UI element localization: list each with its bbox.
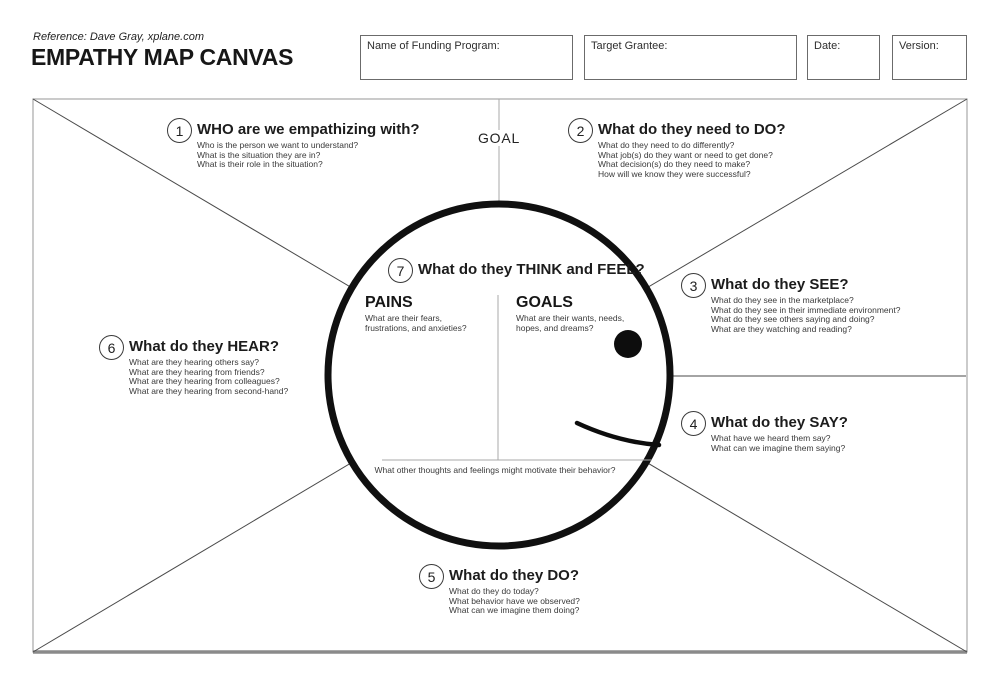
question-line: hopes, and dreams? (516, 322, 594, 333)
section-4-questions: What have we heard them say?What can we … (711, 433, 848, 453)
section-7-number-badge: 7 (388, 258, 413, 283)
question-line: How will we know they were successful? (598, 169, 751, 180)
section-think-feel: 7 What do they THINK and FEEL? (388, 258, 645, 283)
question-line: What are they hearing others say? (129, 357, 259, 367)
section-5-questions: What do they do today?What behavior have… (449, 586, 580, 616)
head-circle (324, 200, 674, 550)
question-line: Who is the person we want to understand? (197, 140, 359, 150)
goal-label: GOAL (474, 130, 524, 146)
question-line: What behavior have we observed? (449, 595, 580, 606)
pains-label: PAINS (365, 294, 413, 311)
question-line: What are they hearing from colleagues? (129, 376, 280, 387)
goals-questions: What are their wants, needs,hopes, and d… (516, 313, 625, 333)
question-line: What are their fears, (365, 313, 443, 323)
section-1-questions: Who is the person we want to understand?… (197, 140, 420, 170)
question-line: What can we imagine them saying? (711, 442, 846, 453)
section-6-number-badge: 6 (99, 335, 124, 360)
question-line: frustrations, and anxieties? (365, 322, 467, 333)
section-5-number-badge: 5 (419, 564, 444, 589)
question-line: What can we imagine them doing? (449, 605, 580, 616)
question-line: What do they see in their immediate envi… (711, 304, 901, 315)
section-7-title: What do they THINK and FEEL? (418, 261, 645, 278)
question-line: What are their wants, needs, (516, 313, 625, 323)
field-date-label: Date: (814, 40, 841, 52)
field-version[interactable]: Version: (892, 35, 967, 80)
section-1-title: WHO are we empathizing with? (197, 121, 420, 138)
question-line: What is the situation they are in? (197, 149, 321, 160)
field-target-grantee-label: Target Grantee: (591, 40, 668, 52)
section-2-title: What do they need to DO? (598, 121, 786, 138)
question-line: What do they do today? (449, 586, 539, 596)
field-target-grantee[interactable]: Target Grantee: (584, 35, 797, 80)
pains-questions: What are their fears,frustrations, and a… (365, 313, 467, 333)
question-line: What is their role in the situation? (197, 159, 323, 170)
section-see: 3 What do they SEE? What do they see in … (681, 273, 900, 335)
section-do: 5 What do they DO? What do they do today… (419, 564, 580, 616)
field-version-label: Version: (899, 40, 939, 52)
field-funding-program-label: Name of Funding Program: (367, 40, 500, 52)
question-line: What job(s) do they want or need to get … (598, 149, 773, 160)
question-line: What are they hearing from friends? (129, 366, 265, 377)
eye-icon (614, 330, 642, 358)
reference-text: Reference: Dave Gray, xplane.com (33, 31, 204, 43)
section-4-number-badge: 4 (681, 411, 706, 436)
question-line: What do they see others saying and doing… (711, 314, 875, 325)
question-line: What have we heard them say? (711, 433, 831, 443)
section-3-title: What do they SEE? (711, 276, 849, 293)
section-2-questions: What do they need to do differently?What… (598, 140, 786, 180)
section-1-number-badge: 1 (167, 118, 192, 143)
smile-icon (574, 420, 662, 448)
section-5-title: What do they DO? (449, 567, 579, 584)
field-date[interactable]: Date: (807, 35, 880, 80)
section-need-to-do: 2 What do they need to DO? What do they … (568, 118, 786, 180)
question-line: What are they hearing from second-hand? (129, 386, 289, 397)
goals-label: GOALS (516, 294, 573, 311)
question-line: What do they need to do differently? (598, 140, 735, 150)
section-3-number-badge: 3 (681, 273, 706, 298)
question-line: What decision(s) do they need to make? (598, 159, 751, 170)
head-bottom-question: What other thoughts and feelings might m… (374, 465, 616, 475)
page-title: EMPATHY MAP CANVAS (31, 44, 294, 70)
section-2-number-badge: 2 (568, 118, 593, 143)
section-say: 4 What do they SAY? What have we heard t… (681, 411, 848, 453)
field-funding-program[interactable]: Name of Funding Program: (360, 35, 573, 80)
section-6-title: What do they HEAR? (129, 338, 279, 355)
section-hear: 6 What do they HEAR? What are they heari… (99, 335, 288, 397)
section-4-title: What do they SAY? (711, 414, 848, 431)
question-line: What are they watching and reading? (711, 324, 852, 335)
section-who: 1 WHO are we empathizing with? Who is th… (167, 118, 420, 170)
section-6-questions: What are they hearing others say?What ar… (129, 357, 289, 397)
section-3-questions: What do they see in the marketplace?What… (711, 295, 901, 335)
question-line: What do they see in the marketplace? (711, 295, 854, 305)
